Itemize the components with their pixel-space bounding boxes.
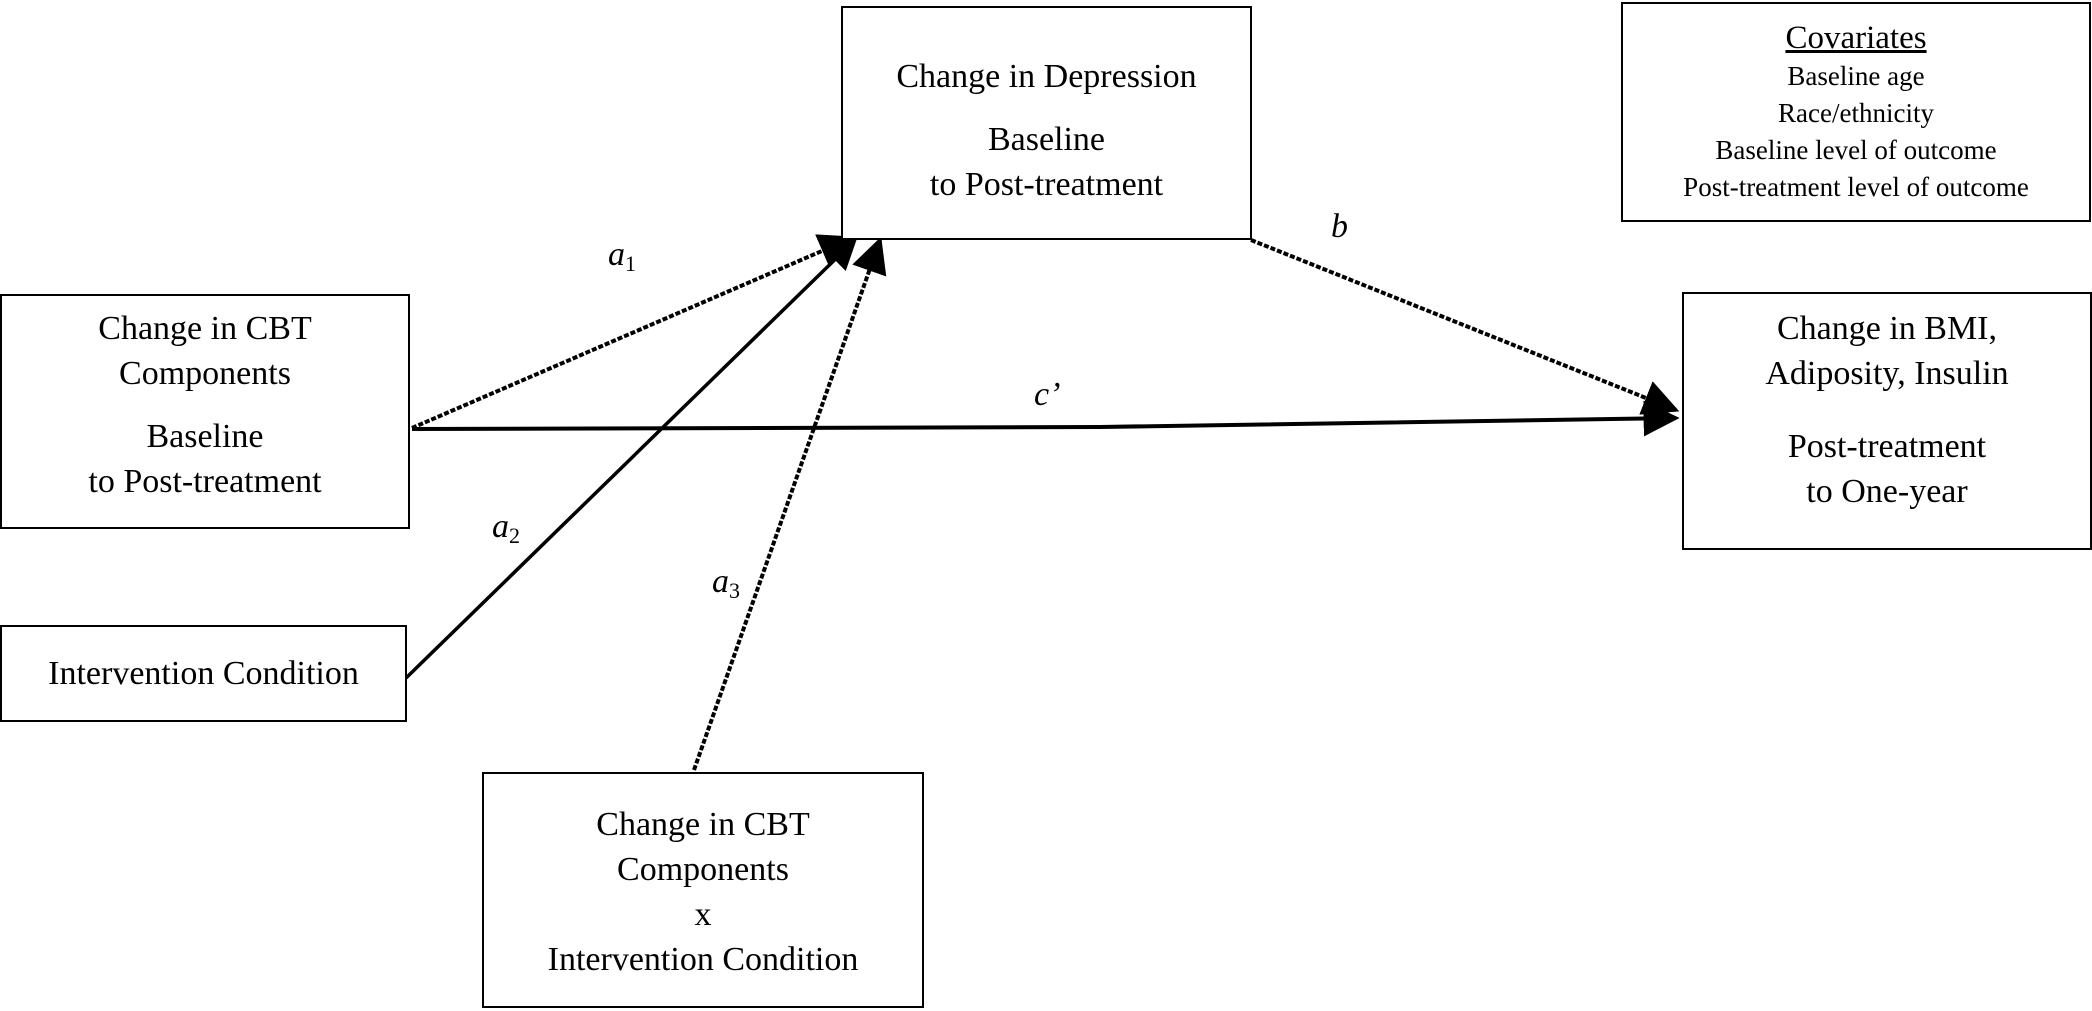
node-interaction-line2: Components [617, 851, 789, 888]
node-intervention: Intervention Condition [0, 625, 407, 722]
label-c-prime: c’ [1034, 376, 1061, 413]
arrow-a3 [692, 236, 887, 771]
node-interaction-line1: Change in CBT [596, 806, 810, 843]
covariates-title: Covariates [1785, 20, 1927, 56]
node-outcome-line1: Change in BMI, [1776, 310, 1998, 347]
node-outcome-line2: Adiposity, Insulin [1765, 355, 2009, 392]
label-a2-letter: a [492, 508, 509, 545]
node-outcome-line3: Post-treatment [1787, 428, 1987, 465]
node-interaction-line4: Intervention Condition [547, 941, 859, 978]
node-cbt-change-line4: to Post-treatment [88, 463, 322, 500]
node-interaction: Change in CBT Components x Intervention … [482, 772, 924, 1008]
arrow-b [1250, 238, 1680, 415]
node-outcome: Change in BMI, Adiposity, Insulin Post-t… [1682, 292, 2092, 550]
label-a3-letter: a [712, 563, 729, 600]
arrow-c-prime [411, 400, 1680, 437]
node-depression: Change in Depression Baseline to Post-tr… [841, 6, 1252, 240]
node-depression-line3: to Post-treatment [929, 166, 1164, 203]
arrow-a2 [404, 237, 858, 680]
label-a2: a2 [492, 510, 520, 553]
node-depression-line1: Change in Depression [896, 58, 1197, 95]
covariates-box: Covariates Baseline age Race/ethnicity B… [1621, 2, 2091, 222]
node-depression-line2: Baseline [987, 121, 1106, 158]
label-a2-sub: 2 [509, 523, 520, 548]
label-a3: a3 [712, 565, 740, 608]
arrow-a1 [411, 234, 856, 430]
node-cbt-change-line3: Baseline [146, 418, 264, 455]
node-interaction-line3: x [694, 896, 712, 933]
node-cbt-change-line2: Components [119, 355, 291, 392]
label-b: b [1331, 208, 1348, 245]
node-outcome-line4: to One-year [1806, 473, 1968, 510]
node-intervention-line1: Intervention Condition [48, 655, 359, 692]
covariate-item: Race/ethnicity [1778, 98, 1934, 128]
covariate-item: Post-treatment level of outcome [1683, 172, 2029, 202]
label-a3-sub: 3 [729, 578, 740, 603]
label-a1-letter: a [608, 236, 625, 273]
label-a1-sub: 1 [625, 251, 636, 276]
covariate-item: Baseline level of outcome [1715, 135, 1997, 165]
label-a1: a1 [608, 238, 636, 281]
covariate-item: Baseline age [1787, 61, 1925, 91]
node-cbt-change-line1: Change in CBT [98, 310, 312, 347]
node-cbt-change: Change in CBT Components Baseline to Pos… [0, 294, 410, 529]
